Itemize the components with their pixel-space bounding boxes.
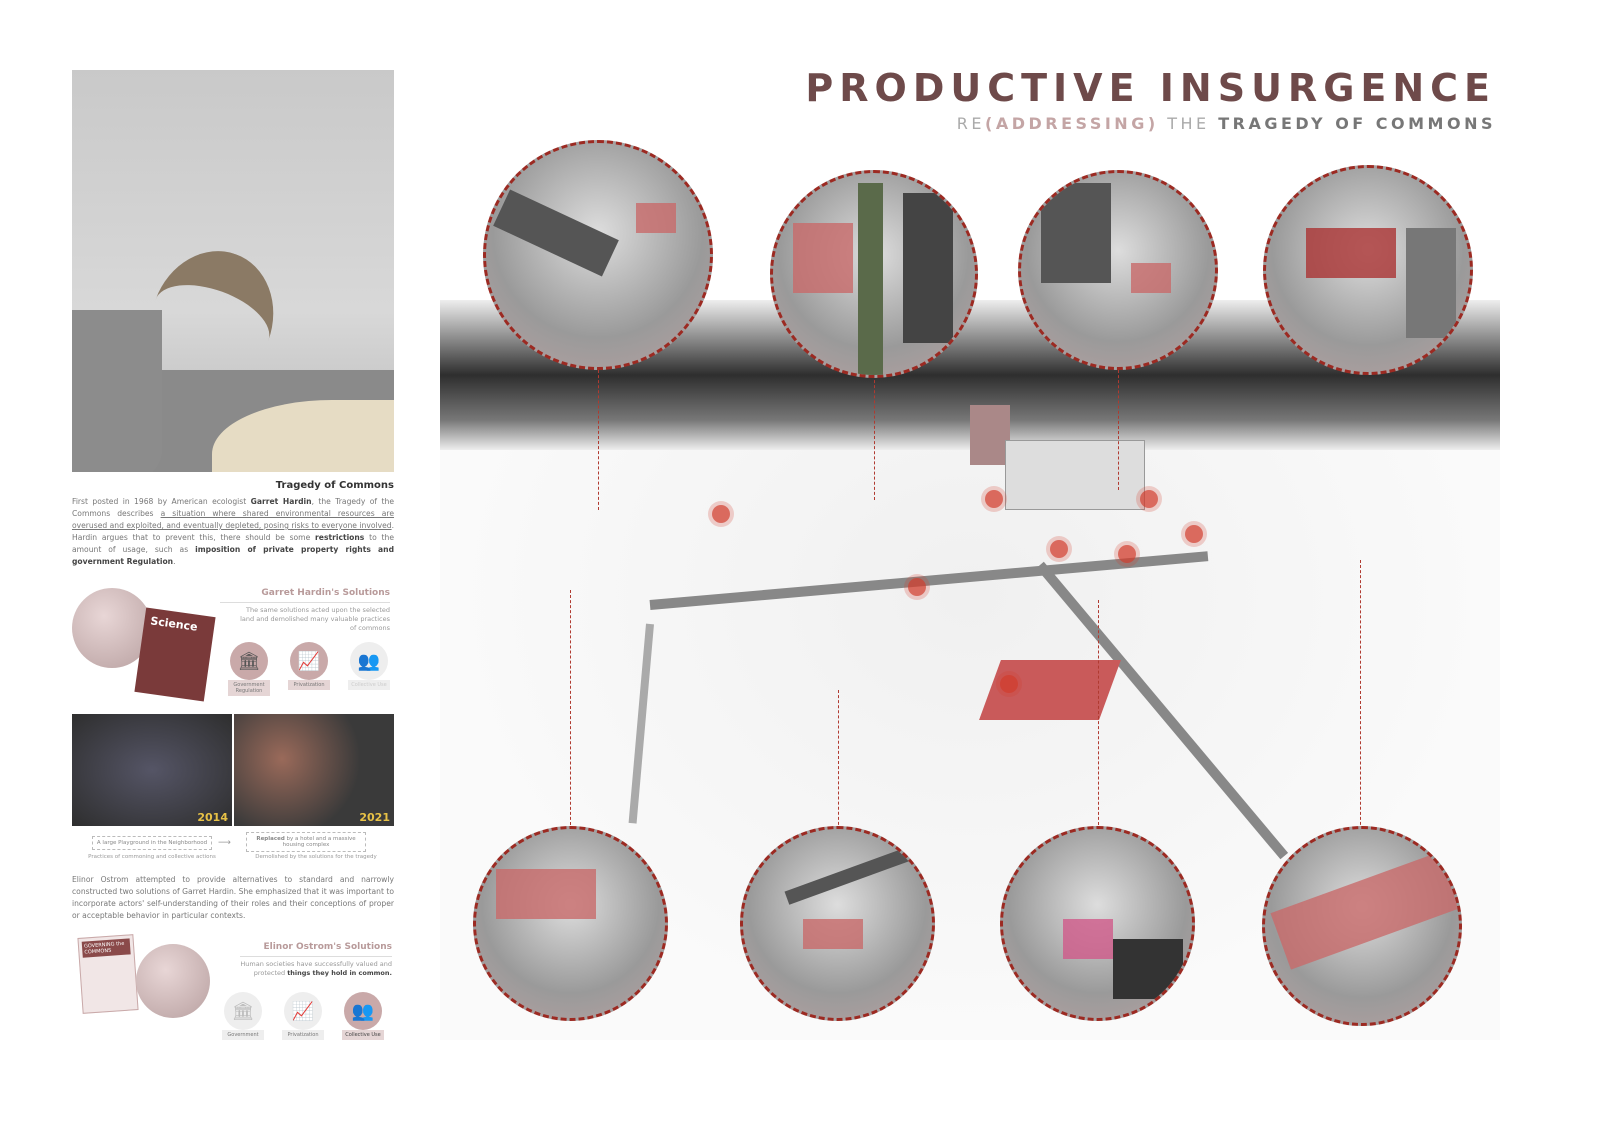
governing-commons-book: GOVERNING the COMMONS (77, 934, 139, 1014)
cartoon-caption: Tragedy of Commons (275, 480, 394, 491)
poster-subtitle: RE(ADDRESSING) THE TRAGEDY OF COMMONS (956, 114, 1496, 133)
satellite-2014: 2014 (72, 714, 232, 826)
ostrom-solutions-title: Elinor Ostrom's Solutions (263, 942, 392, 952)
site-marker (1140, 490, 1158, 508)
playground-box: A large Playground in the Neighborhood (92, 836, 212, 850)
collective-use-item: 👥Collective Use (342, 992, 384, 1040)
replaced-box: Replaced by a hotel and a massive housin… (246, 832, 366, 852)
hardin-solutions-desc: The same solutions acted upon the select… (240, 606, 390, 632)
detail-bubble-4 (1263, 165, 1473, 375)
ostrom-solutions-desc: Human societies have successfully valued… (240, 960, 392, 977)
detail-bubble-8 (1262, 826, 1462, 1026)
ostrom-paragraph: Elinor Ostrom attempted to provide alter… (72, 875, 394, 920)
hardin-icons: 🏛Government Regulation 📈Privatization 👥C… (228, 642, 390, 696)
detail-bubble-2 (770, 170, 978, 378)
hardin-solutions-title: Garret Hardin's Solutions (261, 588, 390, 598)
ostrom-portrait (136, 944, 210, 1018)
detail-bubble-7 (1000, 826, 1195, 1021)
site-marker (712, 505, 730, 523)
privatization-item: 📈Privatization (282, 992, 324, 1040)
intro-paragraph: First posted in 1968 by American ecologi… (72, 497, 395, 566)
site-marker (1050, 540, 1068, 558)
site-marker (1185, 525, 1203, 543)
caption-2021: Demolished by the solutions for the trag… (255, 854, 377, 860)
government-regulation-item: 🏛Government Regulation (228, 642, 270, 696)
market-building (979, 660, 1121, 720)
collective-use-icon: 👥 (344, 992, 382, 1030)
site-marker (1118, 545, 1136, 563)
housing-complex (1005, 440, 1145, 510)
ship (72, 310, 162, 472)
privatization-icon: 📈 (290, 642, 328, 680)
detail-bubble-3 (1018, 170, 1218, 370)
detail-bubble-1 (483, 140, 713, 370)
site-marker (1000, 675, 1018, 693)
caption-2014: Practices of commoning and collective ac… (88, 854, 216, 860)
government-icon: 🏛 (224, 992, 262, 1030)
science-book: Science (134, 607, 216, 702)
tower-block (970, 405, 1010, 465)
site-marker (985, 490, 1003, 508)
satellite-2021: 2021 (234, 714, 394, 826)
collective-use-item: 👥Collective Use (348, 642, 390, 696)
ostrom-icons: 🏛Government 📈Privatization 👥Collective U… (222, 992, 384, 1040)
collective-use-icon: 👥 (350, 642, 388, 680)
detail-bubble-6 (740, 826, 935, 1021)
poster-title: PRODUCTIVE INSURGENCE (805, 66, 1496, 110)
detail-bubble-5 (473, 826, 668, 1021)
government-item: 🏛Government (222, 992, 264, 1040)
site-marker (908, 578, 926, 596)
privatization-icon: 📈 (284, 992, 322, 1030)
privatization-item: 📈Privatization (288, 642, 330, 696)
government-icon: 🏛 (230, 642, 268, 680)
tragedy-cartoon (72, 70, 394, 472)
